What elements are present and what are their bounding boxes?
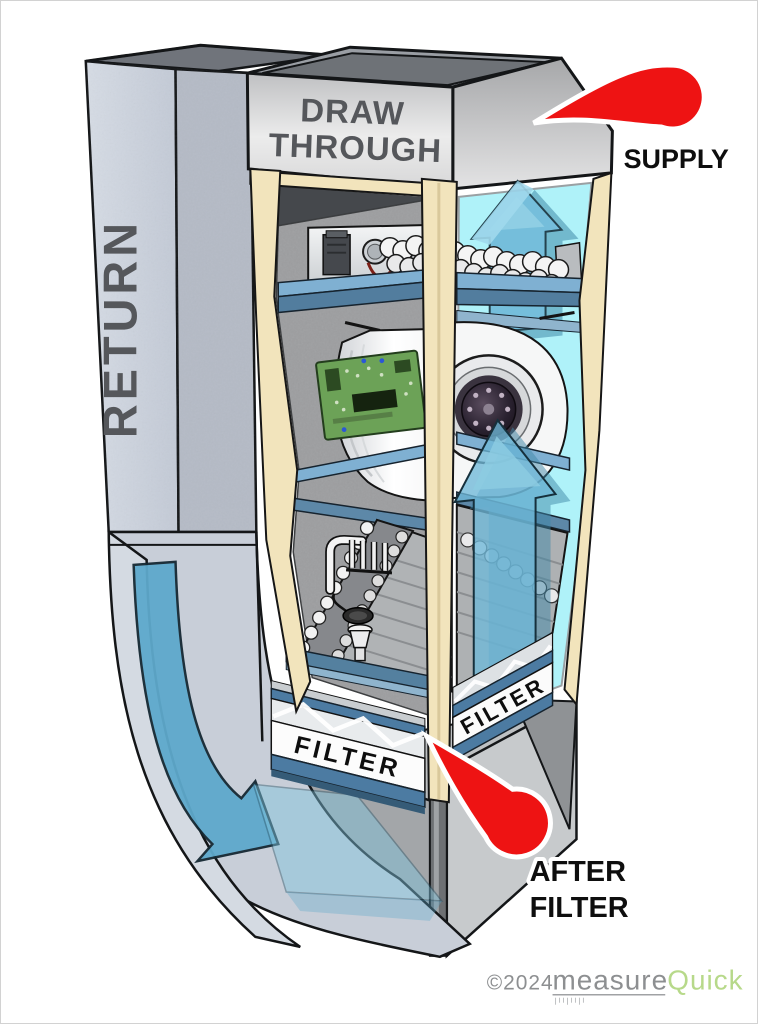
refrigerant-pipes [325,534,393,595]
filter-front: FILTER [270,679,426,815]
supply-plenum: DRAW THROUGH [245,45,614,191]
svg-text:FILTER: FILTER [530,892,629,924]
draw-through-label: DRAW THROUGH [268,91,443,169]
copyright-text: ©2024 [487,972,554,995]
cabinet-frame [249,167,613,804]
return-airflow-arrow [132,560,444,921]
brand-quick: Quick [667,965,743,996]
condensate-trap [332,593,374,662]
svg-text:DRAW: DRAW [300,91,406,132]
supply-pointer [532,62,707,132]
svg-text:AFTER: AFTER [530,856,626,888]
supply-label: SUPPLY [624,144,729,174]
brand-logo: ©2024 measure Quick [487,965,743,1005]
after-filter-label: AFTER FILTER [526,852,633,928]
return-label: RETURN [95,219,147,438]
brand-measure: measure [553,965,669,996]
circuit-board [315,349,427,441]
after-filter-pointer [421,730,553,860]
svg-text:THROUGH: THROUGH [268,126,443,169]
airflow-arrow-middle [453,418,571,705]
ruler-ticks [555,997,584,1005]
